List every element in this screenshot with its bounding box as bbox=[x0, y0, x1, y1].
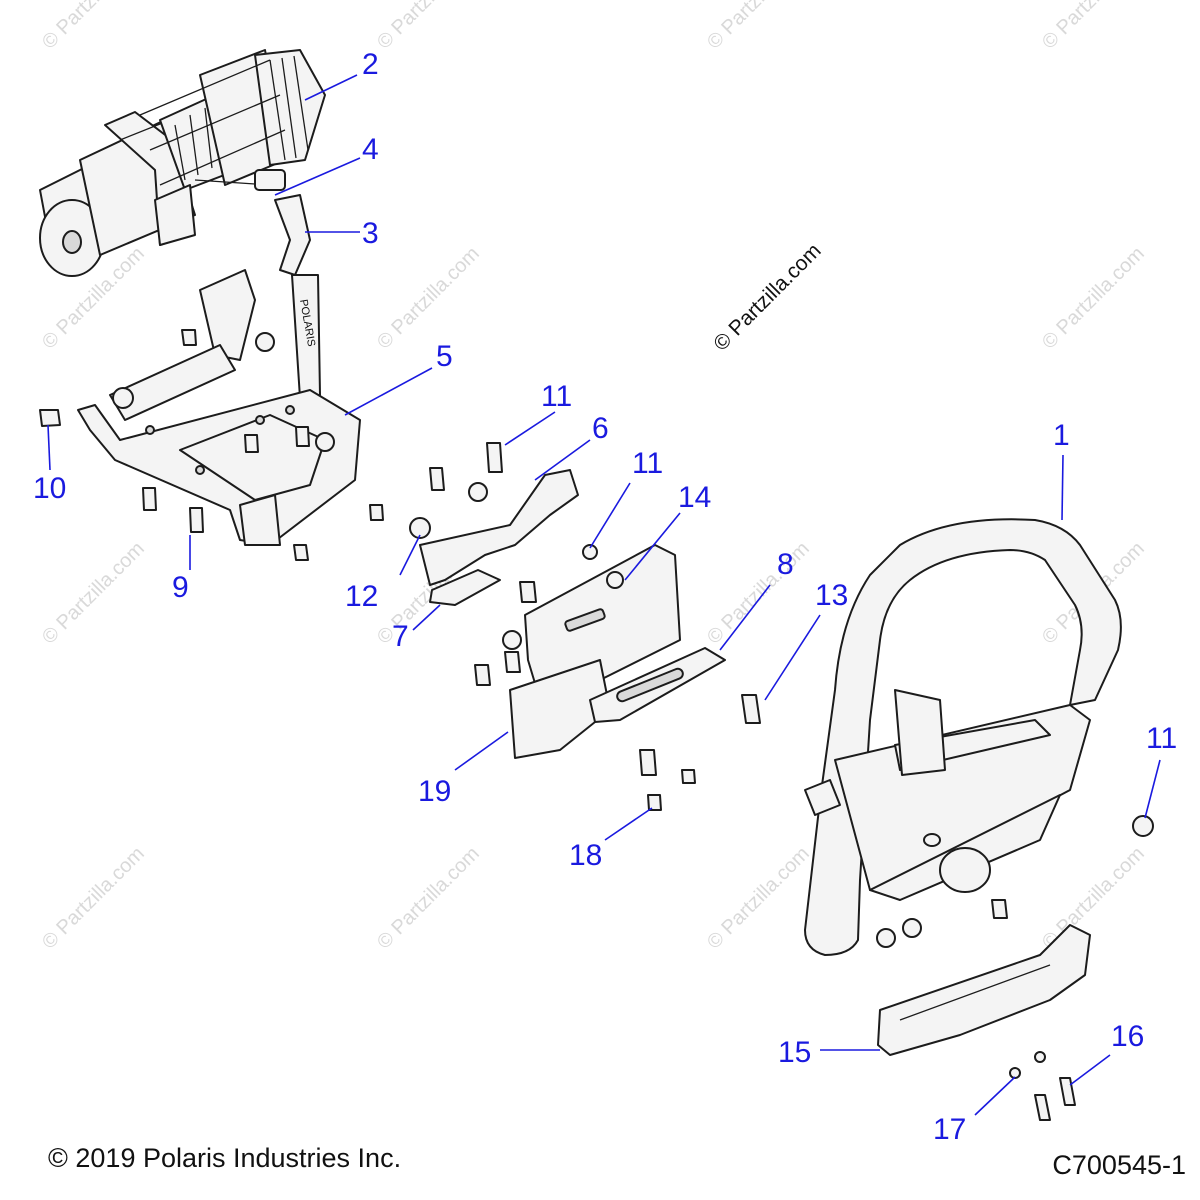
leader-lines bbox=[47, 74, 1161, 1116]
hook-icon: POLARIS bbox=[274, 194, 321, 399]
callout-6: 6 bbox=[592, 412, 609, 445]
bolt-icon bbox=[1009, 1051, 1076, 1121]
drawing-number: C700545-1 bbox=[1052, 1150, 1186, 1180]
bumper-icon bbox=[804, 518, 1122, 956]
callout-11: 11 bbox=[541, 380, 572, 413]
callout-11: 11 bbox=[1146, 722, 1177, 755]
mount-plate-icon bbox=[77, 269, 361, 546]
callout-11: 11 bbox=[632, 447, 663, 480]
nut-icon bbox=[876, 815, 1154, 948]
winch-icon bbox=[39, 49, 326, 277]
callout-14: 14 bbox=[678, 481, 711, 514]
callout-3: 3 bbox=[362, 217, 379, 250]
callout-19: 19 bbox=[418, 775, 451, 808]
skid-plate-icon bbox=[877, 924, 1091, 1056]
callout-12: 12 bbox=[345, 580, 378, 613]
callout-1: 1 bbox=[1053, 419, 1070, 452]
callout-13: 13 bbox=[815, 579, 848, 612]
callout-16: 16 bbox=[1111, 1020, 1144, 1053]
bolt-icon bbox=[639, 694, 761, 811]
callout-18: 18 bbox=[569, 839, 602, 872]
callout-5: 5 bbox=[436, 340, 453, 373]
callout-4: 4 bbox=[362, 133, 379, 166]
callouts: 1 2 3 4 5 6 7 8 9 10 11 11 11 12 13 14 1… bbox=[33, 48, 1177, 1146]
bracket-icon bbox=[409, 442, 579, 606]
callout-10: 10 bbox=[33, 472, 66, 505]
callout-15: 15 bbox=[778, 1036, 811, 1069]
fairlead-bracket-icon bbox=[474, 544, 681, 759]
callout-17: 17 bbox=[933, 1113, 966, 1146]
callout-7: 7 bbox=[392, 620, 409, 653]
bolt-icon bbox=[39, 329, 384, 561]
callout-2: 2 bbox=[362, 48, 379, 81]
copyright-notice: © 2019 Polaris Industries Inc. bbox=[48, 1143, 402, 1173]
callout-9: 9 bbox=[172, 571, 189, 604]
callout-8: 8 bbox=[777, 548, 794, 581]
fairlead-icon bbox=[589, 647, 726, 723]
